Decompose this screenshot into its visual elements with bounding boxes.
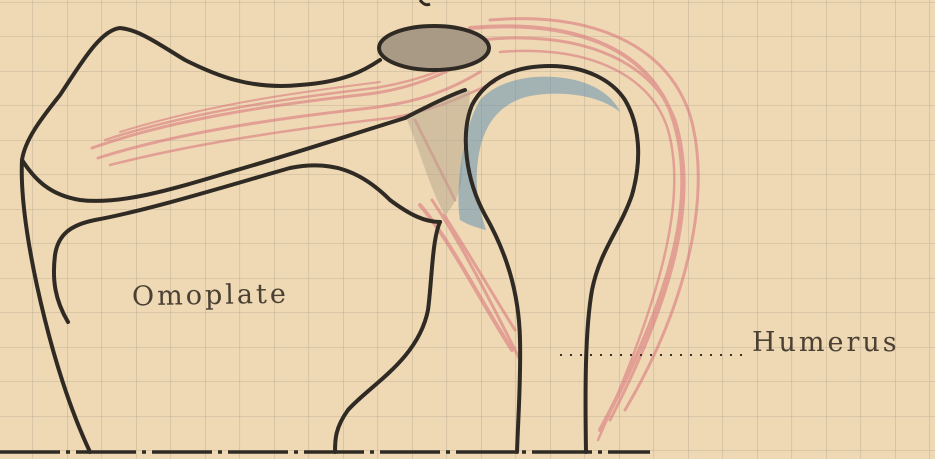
humerus-label: Humerus	[752, 327, 900, 358]
acromion-oval	[379, 26, 489, 70]
omoplate-label: Omoplate	[132, 279, 289, 313]
